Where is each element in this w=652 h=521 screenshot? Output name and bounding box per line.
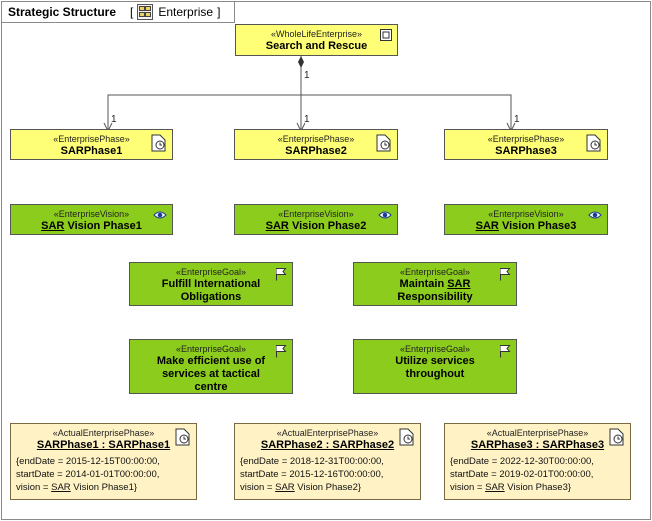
stereotype: «ActualEnterprisePhase» bbox=[52, 428, 155, 438]
flag-icon bbox=[500, 268, 511, 281]
slot-start-date: startDate = 2019-02-01T00:00:00, bbox=[450, 469, 594, 480]
eye-icon bbox=[153, 211, 167, 219]
stereotype: «EnterpriseGoal» bbox=[399, 344, 471, 354]
sar-link[interactable]: SAR bbox=[275, 482, 295, 493]
slot-end-date: {endDate = 2015-12-15T00:00:00, bbox=[16, 456, 160, 467]
sar-link[interactable]: SAR bbox=[265, 220, 289, 232]
goal-line: services at tactical bbox=[162, 368, 260, 380]
slot-start-date: startDate = 2014-01-01T00:00:00, bbox=[16, 469, 160, 480]
goal-line: Utilize services bbox=[395, 355, 475, 367]
diagram-title: Strategic Structure bbox=[8, 5, 117, 19]
slot-vision: vision = SAR Vision Phase1} bbox=[16, 482, 138, 493]
slot-values: {endDate = 2018-12-31T00:00:00, startDat… bbox=[235, 452, 420, 494]
bracket-close: ] bbox=[217, 5, 221, 19]
clock-page-icon bbox=[151, 134, 166, 152]
phase-block-1[interactable]: «EnterprisePhase» SARPhase1 bbox=[10, 129, 173, 160]
stereotype: «EnterpriseVision» bbox=[53, 209, 130, 219]
clock-page-icon bbox=[609, 428, 624, 446]
goal-line: Responsibility bbox=[397, 291, 473, 303]
multiplicity-phase3: 1 bbox=[514, 114, 520, 125]
goal-line: Make efficient use of bbox=[156, 355, 266, 367]
composition-diamond bbox=[298, 56, 304, 68]
actual-phase-block-2[interactable]: «ActualEnterprisePhase» SARPhase2 : SARP… bbox=[234, 423, 421, 500]
sar-link[interactable]: SAR bbox=[51, 482, 71, 493]
actual-phase-block-1[interactable]: «ActualEnterprisePhase» SARPhase1 : SARP… bbox=[10, 423, 197, 500]
flag-icon bbox=[276, 268, 287, 281]
goal-line: centre bbox=[194, 381, 228, 393]
diagram-icon bbox=[137, 4, 154, 20]
vision-block-1[interactable]: «EnterpriseVision» SAR Vision Phase1 bbox=[10, 204, 173, 235]
clock-page-icon bbox=[586, 134, 601, 152]
stereotype: «EnterpriseGoal» bbox=[399, 267, 471, 277]
stereotype: «EnterpriseVision» bbox=[488, 209, 564, 219]
stereotype: «ActualEnterprisePhase» bbox=[276, 428, 379, 438]
phase-block-3[interactable]: «EnterprisePhase» SARPhase3 bbox=[444, 129, 608, 160]
stereotype: «EnterpriseVision» bbox=[278, 209, 354, 219]
eye-icon bbox=[588, 211, 602, 219]
edge-to-phase3[interactable] bbox=[301, 94, 512, 131]
goal-block-2[interactable]: «EnterpriseGoal» Maintain SAR Responsibi… bbox=[353, 262, 517, 306]
slot-start-date: startDate = 2015-12-16T00:00:00, bbox=[240, 469, 384, 480]
block-name: SARPhase1 bbox=[60, 145, 123, 157]
goal-line: Obligations bbox=[180, 291, 242, 303]
phase-block-2[interactable]: «EnterprisePhase» SARPhase2 bbox=[234, 129, 398, 160]
goal-block-4[interactable]: «EnterpriseGoal» Utilize services throug… bbox=[353, 339, 517, 394]
actual-phase-block-3[interactable]: «ActualEnterprisePhase» SARPhase3 : SARP… bbox=[444, 423, 631, 500]
multiplicity-phase1: 1 bbox=[111, 114, 117, 125]
goal-block-3[interactable]: «EnterpriseGoal» Make efficient use of s… bbox=[129, 339, 293, 394]
flag-icon bbox=[500, 345, 511, 358]
stereotype: «EnterpriseGoal» bbox=[175, 344, 247, 354]
sar-link[interactable]: SAR bbox=[41, 220, 65, 232]
stereotype: «EnterpriseGoal» bbox=[175, 267, 247, 277]
goal-block-1[interactable]: «EnterpriseGoal» Fulfill International O… bbox=[129, 262, 293, 306]
vision-block-2[interactable]: «EnterpriseVision» SAR Vision Phase2 bbox=[234, 204, 398, 235]
multiplicity-phase2: 1 bbox=[304, 114, 310, 125]
composite-structure-icon bbox=[380, 29, 392, 41]
stereotype: «EnterprisePhase» bbox=[487, 134, 565, 144]
instance-name: SARPhase1 : SARPhase1 bbox=[36, 439, 171, 451]
block-name: SARPhase3 bbox=[495, 145, 557, 157]
flag-icon bbox=[276, 345, 287, 358]
goal-line: Fulfill International bbox=[161, 278, 261, 290]
bracket-open: [ bbox=[130, 5, 134, 19]
stereotype: «WholeLifeEnterprise» bbox=[270, 29, 363, 39]
slot-values: {endDate = 2015-12-15T00:00:00, startDat… bbox=[11, 452, 196, 494]
clock-page-icon bbox=[175, 428, 190, 446]
diagram-title-tab[interactable]: Strategic Structure [ Enterprise ] bbox=[2, 2, 236, 23]
clock-page-icon bbox=[399, 428, 414, 446]
multiplicity-source: 1 bbox=[304, 70, 310, 81]
slot-vision: vision = SAR Vision Phase3} bbox=[450, 482, 572, 493]
clock-page-icon bbox=[376, 134, 391, 152]
block-name: SAR Vision Phase1 bbox=[41, 220, 142, 232]
eye-icon bbox=[378, 211, 392, 219]
instance-name: SARPhase3 : SARPhase3 bbox=[470, 439, 605, 451]
block-name: SAR Vision Phase2 bbox=[265, 220, 367, 232]
diagram-context-label: Enterprise bbox=[158, 5, 214, 19]
slot-values: {endDate = 2022-12-30T00:00:00, startDat… bbox=[445, 452, 630, 494]
stereotype: «EnterprisePhase» bbox=[277, 134, 355, 144]
slot-vision: vision = SAR Vision Phase2} bbox=[240, 482, 362, 493]
stereotype: «ActualEnterprisePhase» bbox=[486, 428, 589, 438]
sar-link[interactable]: SAR bbox=[475, 220, 499, 232]
goal-line: throughout bbox=[405, 368, 465, 380]
block-name: Search and Rescue bbox=[265, 40, 368, 52]
instance-name: SARPhase2 : SARPhase2 bbox=[260, 439, 395, 451]
vision-block-3[interactable]: «EnterpriseVision» SAR Vision Phase3 bbox=[444, 204, 608, 235]
stereotype: «EnterprisePhase» bbox=[53, 134, 130, 144]
slot-end-date: {endDate = 2018-12-31T00:00:00, bbox=[240, 456, 384, 467]
sar-link[interactable]: SAR bbox=[447, 278, 471, 290]
slot-end-date: {endDate = 2022-12-30T00:00:00, bbox=[450, 456, 594, 467]
block-name: SARPhase2 bbox=[285, 145, 347, 157]
enterprise-block[interactable]: «WholeLifeEnterprise» Search and Rescue bbox=[235, 24, 398, 56]
block-name: SAR Vision Phase3 bbox=[475, 220, 577, 232]
sar-link[interactable]: SAR bbox=[485, 482, 505, 493]
goal-line: Maintain SAR bbox=[399, 278, 471, 290]
edge-to-phase1[interactable] bbox=[107, 94, 301, 131]
